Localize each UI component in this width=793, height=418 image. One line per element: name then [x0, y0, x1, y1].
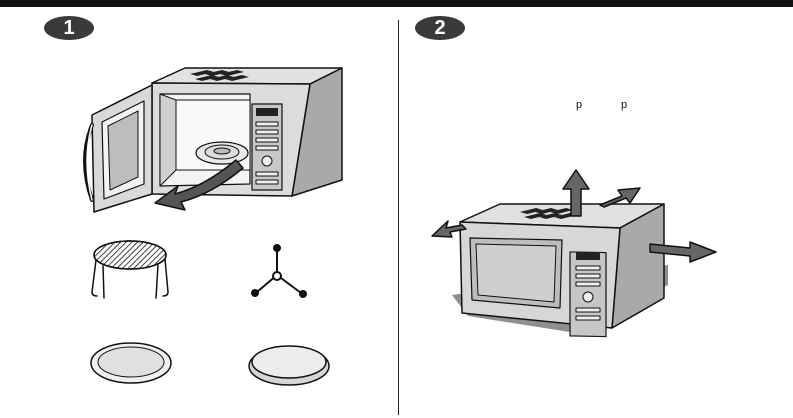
glass-tray-illustration — [91, 343, 171, 383]
crisp-plate-illustration — [249, 346, 329, 385]
grill-rack-illustration — [92, 241, 168, 298]
microwave-open-illustration — [85, 68, 342, 212]
microwave-closed-illustration — [432, 170, 716, 337]
roller-ring-illustration — [252, 245, 306, 297]
